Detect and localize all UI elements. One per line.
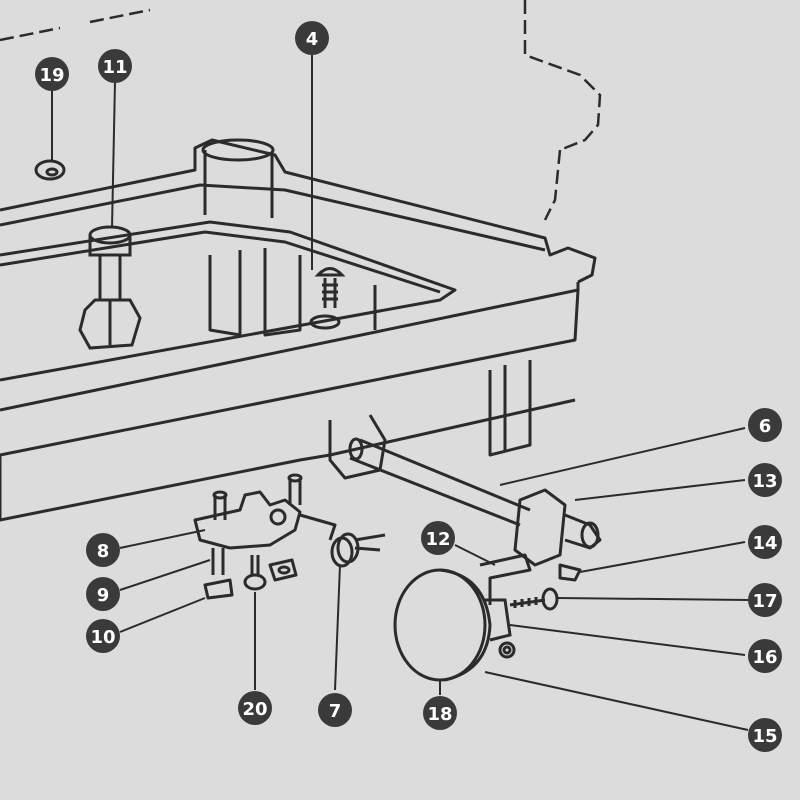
svg-text:19: 19 [39,65,64,86]
callout-11: 11 [98,49,132,83]
part-4-screw [309,267,346,330]
callout-7: 7 [318,693,352,727]
svg-text:9: 9 [97,585,110,606]
callout-20: 20 [238,691,272,725]
svg-text:13: 13 [752,471,777,492]
svg-text:6: 6 [759,416,772,437]
leader-16 [509,624,746,656]
svg-text:7: 7 [329,701,342,722]
leader-13 [574,479,746,501]
svg-text:18: 18 [427,704,452,725]
leader-14 [579,541,746,573]
callout-12: 12 [421,521,455,555]
callout-13: 13 [748,463,782,497]
callout-10: 10 [86,619,120,653]
callout-9: 9 [86,577,120,611]
leader-8 [119,529,206,549]
leader-7 [334,564,341,691]
svg-text:15: 15 [752,726,777,747]
leader-17 [557,597,749,601]
part-11-knob [78,225,142,350]
callout-18: 18 [423,696,457,730]
callout-8: 8 [86,533,120,567]
svg-text:20: 20 [242,699,267,720]
callout-17: 17 [748,583,782,617]
callout-15: 15 [748,718,782,752]
callout-4: 4 [295,21,329,55]
callout-16: 16 [748,639,782,673]
machine-head-outline [0,0,602,221]
shaft [348,437,531,527]
part-7-spring [330,532,386,568]
svg-text:14: 14 [752,533,777,554]
svg-text:17: 17 [752,591,777,612]
svg-text:10: 10 [90,627,115,648]
svg-text:4: 4 [306,29,319,50]
leader-11 [111,81,116,229]
callout-14: 14 [748,525,782,559]
callout-19: 19 [35,57,69,91]
leader-10 [119,597,206,633]
leader-9 [119,559,211,591]
collar-assembly [479,488,602,605]
part-19-washer [34,159,66,181]
leader-12 [454,544,496,566]
svg-text:11: 11 [102,57,127,78]
bracket-assembly [193,473,337,600]
part-17-screw [509,587,559,611]
leader-lines [51,55,749,731]
callouts: 19 11 4 6 13 14 12 17 [35,21,782,752]
leader-15 [484,671,749,731]
leader-6 [499,427,746,486]
svg-text:8: 8 [97,541,110,562]
callout-6: 6 [748,408,782,442]
svg-text:16: 16 [752,647,777,668]
svg-text:12: 12 [425,529,450,550]
